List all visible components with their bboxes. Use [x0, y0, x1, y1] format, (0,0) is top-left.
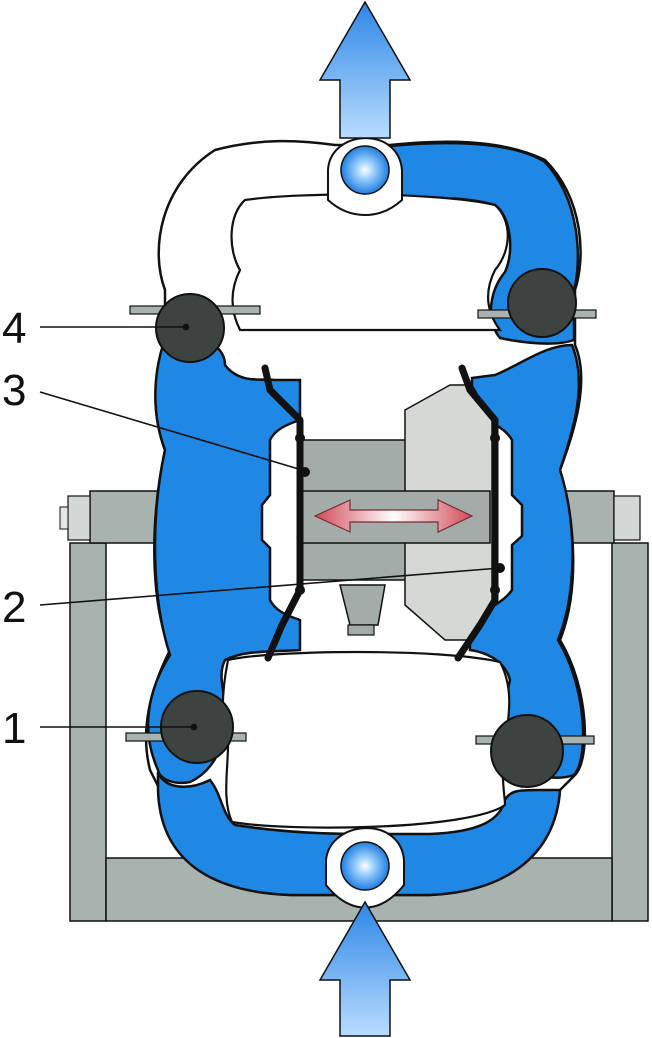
diaphragms	[261, 364, 499, 662]
arrow-up-icon	[318, 0, 412, 139]
callout-3: 3	[2, 366, 26, 415]
left-diaphragm	[261, 364, 304, 662]
callout-2: 2	[2, 583, 26, 632]
arrow-up-icon	[318, 900, 412, 1037]
callout-labels: 4 3 2 1	[2, 304, 26, 753]
valve-ball-lower-right	[490, 714, 564, 788]
check-balls	[325, 137, 405, 909]
valve-ball-4	[155, 293, 225, 363]
valve-ball-upper-right	[507, 268, 577, 338]
callout-4: 4	[2, 304, 26, 353]
inlet-flow-arrow	[318, 900, 412, 1037]
leader-2	[39, 567, 501, 606]
callout-1: 1	[2, 704, 26, 753]
diaphragm-plate-markers	[295, 433, 505, 595]
right-diaphragm	[454, 364, 499, 662]
outlet-flow-arrow	[318, 0, 412, 139]
callout-leaders	[39, 323, 501, 731]
outlet-check-ball	[340, 145, 390, 195]
inlet-check-ball	[340, 841, 390, 891]
double-arrow-horizontal-icon	[313, 499, 474, 533]
leader-3	[39, 391, 303, 471]
